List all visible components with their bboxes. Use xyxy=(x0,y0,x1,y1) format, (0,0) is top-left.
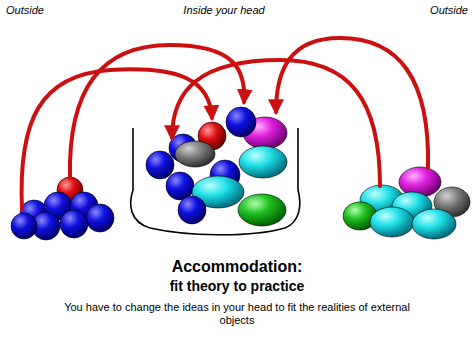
subtitle-label: fit theory to practice xyxy=(170,278,305,295)
diagram-title: Accommodation: xyxy=(172,257,303,276)
accommodation-arrows xyxy=(22,38,429,210)
region-label: Outside xyxy=(6,4,44,17)
diagram-caption: You have to change the ideas in your hea… xyxy=(47,301,427,327)
region-label: Inside your head xyxy=(183,4,264,17)
ideas-in-head xyxy=(146,107,287,226)
region-label: Outside xyxy=(430,4,468,17)
outside-objects-left xyxy=(11,177,114,240)
outside-objects-right xyxy=(343,167,470,239)
